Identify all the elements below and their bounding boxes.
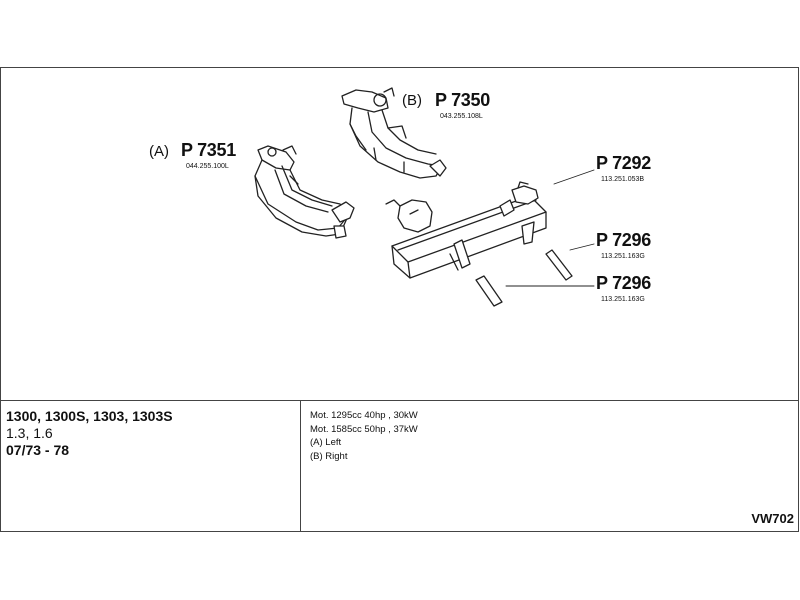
- part-a-oe-number: 044.255.100L: [186, 163, 229, 170]
- muffler-part-number: P 7292: [596, 153, 651, 173]
- tail-pipe-upper-drawing: [545, 249, 573, 281]
- tail-pipe-lower-drawing: [475, 275, 503, 307]
- vehicle-years: 07/73 - 78: [6, 442, 70, 458]
- part-a-number: P 7351: [181, 140, 236, 160]
- divider-vertical: [300, 400, 301, 531]
- catalog-code: VW702: [751, 511, 794, 526]
- muffler-drawing: [385, 181, 547, 279]
- heat-exchanger-right-drawing: [341, 87, 447, 179]
- part-a-side-label: (A): [149, 143, 169, 160]
- muffler-oe-number: 113.251.053B: [601, 176, 645, 183]
- part-b-oe-number: 043.255.108L: [440, 113, 483, 120]
- tail-pipe-upper-oe-number: 113.251.163G: [601, 253, 645, 260]
- vehicle-engines: 1.3, 1.6: [6, 425, 53, 441]
- tail-pipe-lower-oe-number: 113.251.163G: [601, 296, 645, 303]
- leader-lines: [505, 169, 595, 287]
- tail-pipe-lower-part-number: P 7296: [596, 273, 651, 293]
- note-side-b: (B) Right: [310, 450, 348, 462]
- note-side-a: (A) Left: [310, 437, 342, 448]
- tail-pipe-upper-part-number: P 7296: [596, 230, 651, 250]
- drawing-frame: [0, 67, 799, 532]
- note-engine-2: Mot. 1585cc 50hp , 37kW: [310, 423, 418, 435]
- vehicle-models: 1300, 1300S, 1303, 1303S: [6, 408, 173, 424]
- fitment-notes: Mot. 1295cc 40hp , 30kW Mot. 1585cc 50hp…: [310, 409, 418, 463]
- vehicle-info: 1300, 1300S, 1303, 1303S 1.3, 1.6 07/73 …: [6, 408, 173, 459]
- part-b-number: P 7350: [435, 90, 490, 110]
- part-b-side-label: (B): [402, 92, 422, 109]
- divider-horizontal: [0, 400, 799, 401]
- heat-exchanger-left-drawing: [254, 145, 355, 239]
- note-engine-1: Mot. 1295cc 40hp , 30kW: [310, 410, 418, 421]
